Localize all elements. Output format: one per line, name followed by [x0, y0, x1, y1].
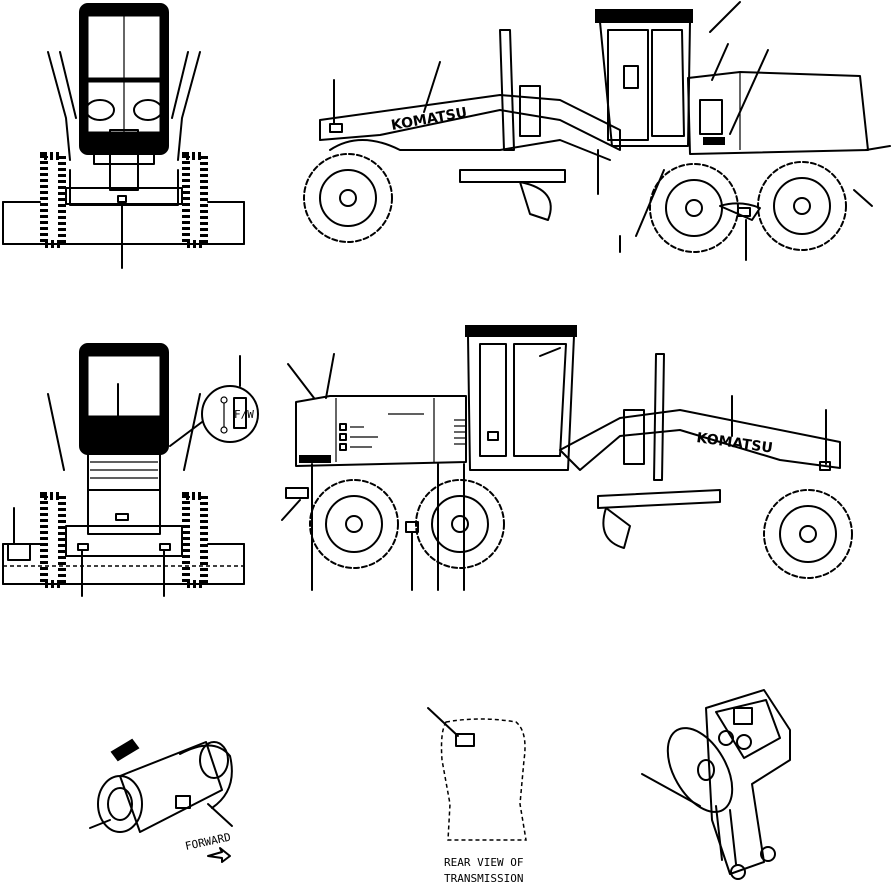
plate-symbol: F/W: [234, 408, 254, 421]
rear-view-grader: F/W: [2, 343, 259, 597]
brand-logo-bottom: KOMATSU: [695, 430, 773, 457]
motor-detail: FORWARD: [89, 738, 233, 863]
left-side-view-grader: KOMATSU: [303, 1, 891, 261]
front-decal-marker: [117, 195, 127, 203]
transmission-caption-line2: TRANSMISSION: [444, 872, 523, 885]
front-view-grader: [2, 3, 245, 269]
transmission-caption-line1: REAR VIEW OF: [444, 856, 523, 869]
right-side-view-grader: KOMATSU: [281, 325, 853, 591]
motor-arrow-label: FORWARD: [184, 831, 232, 853]
transmission-rear-view: REAR VIEW OF TRANSMISSION: [427, 707, 527, 885]
steering-console-detail: [641, 689, 791, 880]
